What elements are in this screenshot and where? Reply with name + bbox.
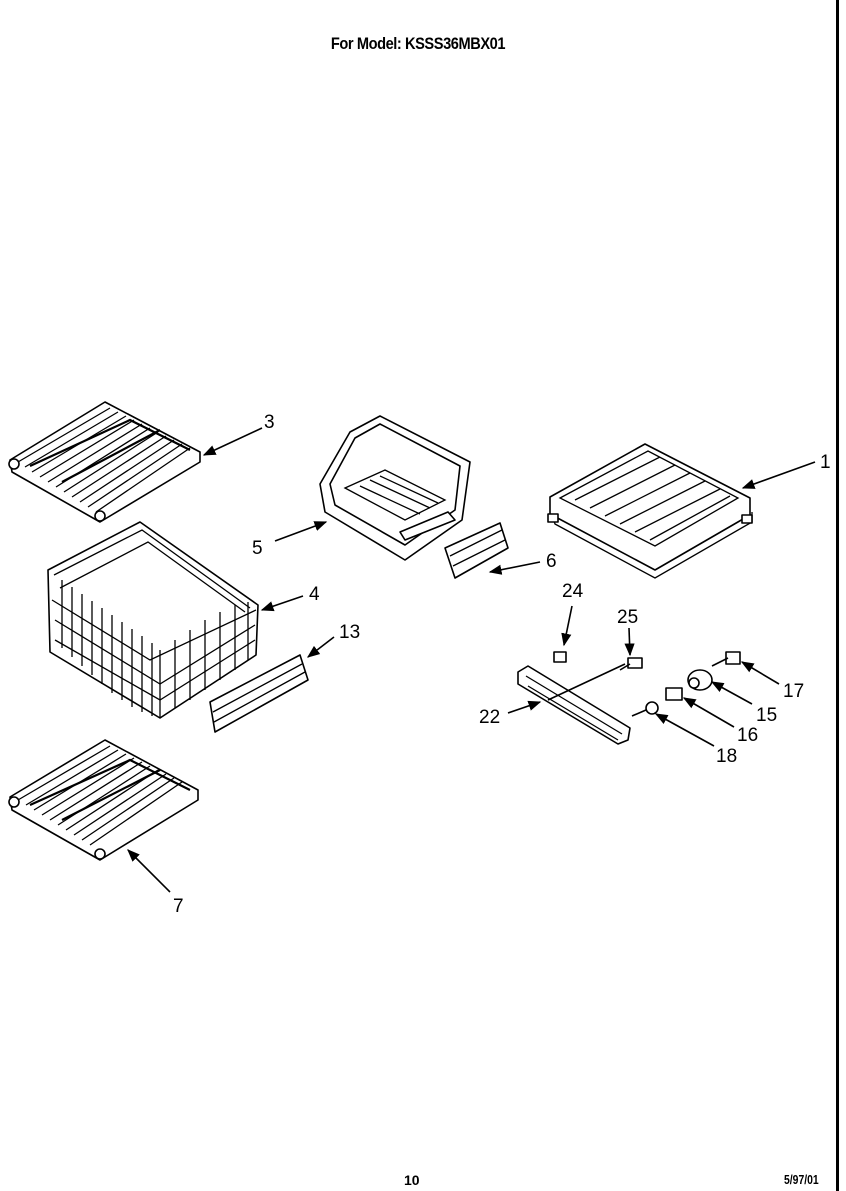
page-number: 10: [404, 1172, 420, 1188]
leader-22: [507, 700, 542, 714]
callout-3: 3: [264, 412, 275, 433]
page-border-rule: [836, 0, 839, 1191]
callout-24: 24: [562, 581, 584, 602]
assembly-line-2: [631, 709, 647, 717]
leader-6: [488, 561, 541, 575]
leader-3: [202, 427, 263, 456]
part-15-roller: [687, 669, 713, 691]
callout-15: 15: [756, 705, 777, 726]
part-5-crisper-pan: [319, 415, 471, 561]
part-3-wire-shelf: [8, 401, 201, 523]
part-24-clip: [553, 651, 567, 663]
callout-22: 22: [479, 707, 500, 728]
leader-15: [710, 681, 753, 705]
part-25-screw: [619, 657, 643, 671]
callout-4: 4: [309, 584, 320, 605]
part-17-screw: [711, 651, 741, 667]
callout-13: 13: [339, 622, 360, 643]
part-22-slide-rail: [517, 665, 631, 745]
callout-6: 6: [546, 551, 557, 572]
leader-1: [741, 461, 816, 489]
document-code: 5/97/01: [784, 1172, 819, 1187]
leader-5: [274, 521, 328, 542]
part-1-shelf: [547, 443, 753, 579]
part-4-wire-basket: [47, 521, 259, 719]
page-title: For Model: KSSS36MBX01: [330, 34, 506, 53]
leader-16: [682, 697, 735, 728]
leader-13: [306, 636, 335, 658]
leader-17: [740, 661, 780, 685]
callout-25: 25: [617, 607, 638, 628]
assembly-line: [547, 663, 626, 701]
callout-18: 18: [716, 746, 737, 767]
leader-25: [624, 627, 635, 657]
leader-7: [127, 849, 171, 893]
callout-16: 16: [737, 725, 758, 746]
part-18-washer: [645, 701, 659, 715]
callout-17: 17: [783, 681, 804, 702]
callout-1: 1: [820, 452, 831, 473]
part-16-bushing: [665, 687, 683, 701]
part-7-wire-shelf: [8, 739, 199, 861]
leader-24: [561, 605, 573, 647]
leader-18: [654, 713, 715, 747]
part-6-crisper-trim: [444, 522, 509, 579]
leader-4: [260, 595, 304, 612]
callout-7: 7: [173, 896, 184, 917]
callout-5: 5: [252, 538, 263, 559]
part-13-basket-trim: [209, 654, 309, 733]
